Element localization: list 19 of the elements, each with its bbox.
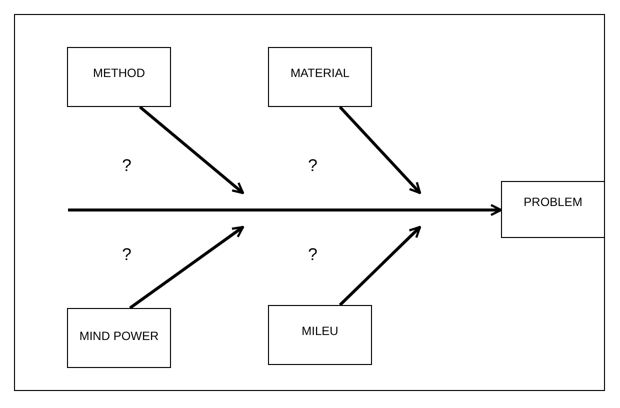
category-box	[268, 305, 372, 365]
arrow	[68, 204, 502, 216]
box-label: MILEU	[302, 324, 338, 338]
question-mark: ?	[122, 156, 132, 176]
question-mark: ?	[308, 245, 318, 265]
box-label: METHOD	[93, 66, 145, 80]
arrow	[139, 106, 244, 194]
box-label: MIND POWER	[79, 329, 159, 343]
category-box	[67, 47, 171, 107]
arrow	[129, 226, 244, 310]
category-box	[268, 47, 372, 107]
category-box	[501, 181, 605, 238]
arrow	[338, 106, 422, 194]
question-mark: ?	[308, 156, 318, 176]
box-label: PROBLEM	[524, 195, 582, 209]
arrow	[338, 226, 422, 306]
category-box	[67, 308, 171, 368]
question-mark: ?	[122, 245, 132, 265]
box-label: MATERIAL	[290, 66, 350, 80]
